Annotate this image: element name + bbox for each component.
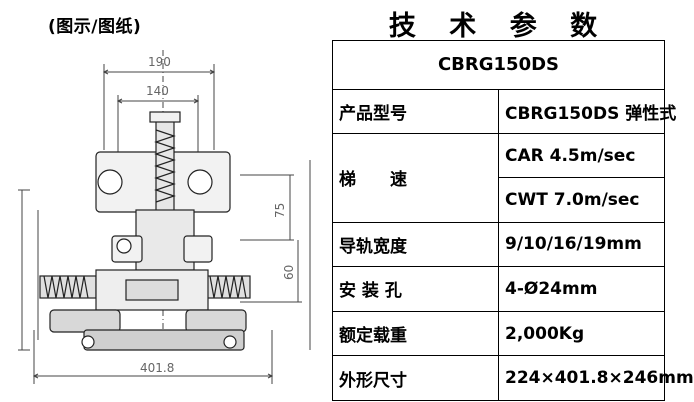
spec-label-load: 额定载重 bbox=[332, 310, 499, 357]
spec-model-header: CBRG150DS bbox=[332, 40, 665, 90]
spec-label-model: 产品型号 bbox=[332, 88, 499, 135]
spec-value-size: 224×401.8×246mm bbox=[498, 355, 694, 401]
spec-label-hole: 安 装 孔 bbox=[332, 266, 499, 312]
dim-width-bottom: 401.8 bbox=[140, 361, 174, 375]
spec-value-load: 2,000Kg bbox=[498, 310, 665, 357]
dim-width-top: 190 bbox=[148, 55, 171, 69]
spec-label-rail: 导轨宽度 bbox=[332, 221, 499, 268]
spec-label-speed-b: 速 bbox=[390, 170, 407, 191]
spec-table: CBRG150DS 产品型号 CBRG150DS 弹性式 梯速 CAR 4.5m… bbox=[332, 40, 694, 401]
spec-label-size: 外形尺寸 bbox=[332, 355, 499, 401]
technical-drawing: 190 140 75 60 401.8 bbox=[18, 50, 311, 384]
spec-title: 技 术 参 数 bbox=[388, 11, 610, 42]
spec-label-speed-a: 梯 bbox=[339, 170, 356, 191]
dim-width-inner: 140 bbox=[146, 84, 169, 98]
spec-value-model: CBRG150DS 弹性式 bbox=[498, 88, 676, 135]
dim-height-b: 60 bbox=[282, 265, 296, 280]
spec-value-cwt: CWT 7.0m/sec bbox=[498, 176, 665, 223]
dim-height-a: 75 bbox=[273, 203, 287, 218]
spec-label-speed: 梯速 bbox=[332, 133, 499, 223]
spec-value-car: CAR 4.5m/sec bbox=[498, 133, 665, 178]
drawing-title: (图示/图纸) bbox=[48, 17, 142, 37]
spec-value-rail: 9/10/16/19mm bbox=[498, 221, 665, 268]
spec-value-hole: 4-Ø24mm bbox=[498, 266, 665, 312]
